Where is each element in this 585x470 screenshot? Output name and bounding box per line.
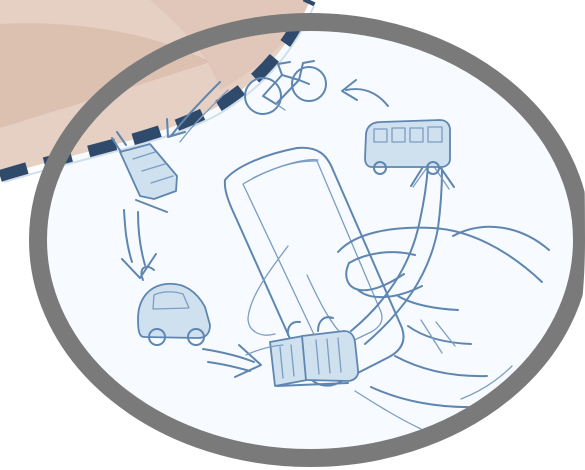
bus-icon [365,120,450,174]
